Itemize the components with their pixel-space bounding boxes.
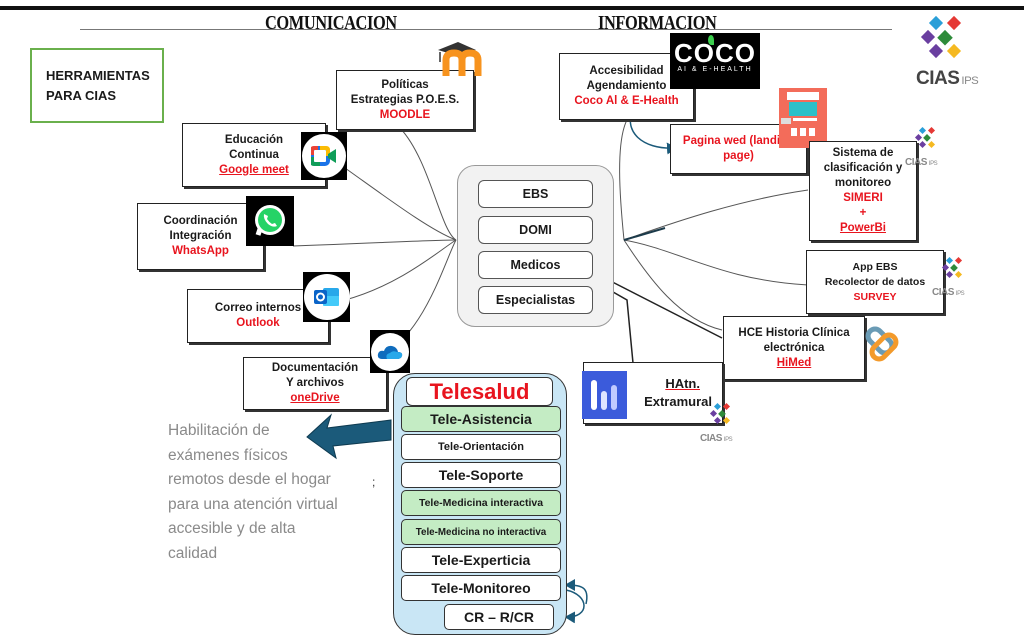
line-whatsapp bbox=[292, 239, 457, 247]
tool-label: monitoreo bbox=[834, 177, 892, 189]
title-line-1: HERRAMIENTAS bbox=[46, 67, 150, 83]
google-meet-icon bbox=[301, 132, 347, 180]
tool-label: Correo internos bbox=[214, 302, 302, 314]
tool-name: HiMed bbox=[776, 356, 812, 369]
line-outlook bbox=[344, 239, 457, 301]
tele-item-medicina-interactiva[interactable]: Tele-Medicina interactiva bbox=[401, 490, 561, 516]
coco-logo-sub: AI & E-HEALTH bbox=[677, 66, 753, 73]
tool-name: Google meet bbox=[219, 163, 289, 176]
tool-label: clasificación y bbox=[823, 162, 903, 174]
line-meet bbox=[344, 167, 457, 241]
coco-icon: COCO AI & E-HEALTH bbox=[670, 33, 760, 89]
hub-group: EBS DOMI Medicos Especialistas bbox=[457, 165, 614, 327]
hub-item-ebs[interactable]: EBS bbox=[478, 180, 593, 208]
tool-label: electrónica bbox=[763, 341, 825, 354]
tool-label: Y archivos bbox=[286, 377, 344, 389]
tool-box-simeri[interactable]: Sistema de clasificación y monitoreo SIM… bbox=[809, 141, 917, 241]
tool-name-plus: + bbox=[859, 207, 867, 219]
coco-logo-name: COCO bbox=[674, 38, 756, 68]
tele-item-asistencia[interactable]: Tele-Asistencia bbox=[401, 406, 561, 432]
telesalud-title: Telesalud bbox=[406, 377, 553, 406]
tool-label: Documentación bbox=[271, 362, 359, 374]
big-blue-arrow bbox=[306, 413, 392, 460]
tool-name: SIMERI bbox=[843, 192, 883, 204]
tool-name: Outlook bbox=[236, 317, 280, 329]
tele-item-experticia[interactable]: Tele-Experticia bbox=[401, 547, 561, 573]
coco-leaf-icon bbox=[708, 35, 714, 45]
tool-name: Pagina wed (landing page) bbox=[682, 135, 795, 162]
tool-name-2: PowerBi bbox=[839, 222, 886, 234]
line-simeri-dark bbox=[623, 227, 666, 241]
tool-label: Accesibilidad bbox=[589, 65, 664, 77]
title-box: HERRAMIENTAS PARA CIAS bbox=[30, 48, 164, 123]
line-survey bbox=[623, 239, 809, 286]
header-underline-left bbox=[80, 29, 520, 30]
telesalud-description: Habilitación de exámenes físicos remotos… bbox=[168, 422, 338, 562]
tele-item-cr-rcr[interactable]: CR – R/CR bbox=[444, 604, 554, 630]
onedrive-icon bbox=[370, 330, 410, 373]
stray-mark: ; bbox=[372, 475, 376, 489]
hub-item-medicos[interactable]: Medicos bbox=[478, 251, 593, 279]
tele-item-monitoreo[interactable]: Tele-Monitoreo bbox=[401, 575, 561, 601]
top-border bbox=[0, 6, 1024, 10]
arrow-monitoreo-back bbox=[564, 579, 588, 605]
tool-box-whatsapp[interactable]: Coordinación Integración WhatsApp bbox=[137, 203, 264, 270]
tool-box-survey[interactable]: App EBS Recolector de datos SURVEY bbox=[806, 250, 944, 314]
himed-icon bbox=[860, 322, 904, 366]
cias-logo-icon bbox=[915, 14, 975, 66]
tool-box-moodle[interactable]: Políticas Estrategias P.O.E.S. MOODLE bbox=[336, 70, 474, 130]
tool-label: Estrategias P.O.E.S. bbox=[350, 93, 460, 106]
moodle-icon bbox=[428, 40, 488, 78]
telesalud-group: Telesalud Tele-Asistencia Tele-Orientaci… bbox=[393, 373, 567, 635]
tool-name: MOODLE bbox=[379, 108, 431, 121]
header-comunicacion: COMUNICACION bbox=[265, 12, 397, 34]
tool-name: oneDrive bbox=[290, 392, 340, 404]
tool-name: Coco Al & E-Health bbox=[574, 95, 679, 107]
whatsapp-icon bbox=[246, 196, 294, 246]
hub-item-domi[interactable]: DOMI bbox=[478, 216, 593, 244]
tool-box-himed[interactable]: HCE Historia Clínica electrónica HiMed bbox=[723, 316, 865, 380]
tool-label: App EBS bbox=[852, 260, 898, 273]
tool-label: Educación bbox=[224, 133, 284, 146]
line-hub-top bbox=[619, 117, 629, 241]
tele-item-soporte[interactable]: Tele-Soporte bbox=[401, 462, 561, 488]
tool-label: Integración bbox=[169, 230, 232, 242]
tele-item-orientacion[interactable]: Tele-Orientación bbox=[401, 434, 561, 460]
tool-label: Coordinación bbox=[163, 215, 238, 227]
tool-box-onedrive[interactable]: Documentación Y archivos oneDrive bbox=[243, 357, 387, 410]
webpage-icon bbox=[779, 88, 827, 148]
header-informacion: INFORMACION bbox=[598, 12, 717, 34]
tool-name: SURVEY bbox=[853, 290, 897, 303]
hub-item-especialistas[interactable]: Especialistas bbox=[478, 286, 593, 314]
line-moodle bbox=[399, 127, 457, 241]
tool-label: Agendamiento bbox=[586, 80, 667, 92]
tool-label: Recolector de datos bbox=[824, 275, 926, 288]
tool-label: Extramural bbox=[644, 394, 712, 409]
line-himed bbox=[623, 239, 723, 331]
line-simeri bbox=[623, 189, 809, 241]
tool-label: Sistema de bbox=[832, 147, 894, 159]
arrow-monitoreo-loop bbox=[564, 589, 585, 624]
tool-label: Políticas bbox=[381, 78, 429, 91]
title-line-2: PARA CIAS bbox=[46, 87, 117, 103]
tool-label: HCE Historia Clínica bbox=[738, 326, 850, 339]
tele-item-medicina-no-interactiva[interactable]: Tele-Medicina no interactiva bbox=[401, 519, 561, 545]
header-underline-right bbox=[512, 29, 892, 30]
tool-name: WhatsApp bbox=[172, 245, 229, 257]
outlook-icon bbox=[303, 272, 350, 322]
chart-bars-icon bbox=[582, 371, 627, 419]
tool-label: Continua bbox=[229, 148, 279, 161]
tool-label: HAtn. bbox=[665, 376, 700, 391]
